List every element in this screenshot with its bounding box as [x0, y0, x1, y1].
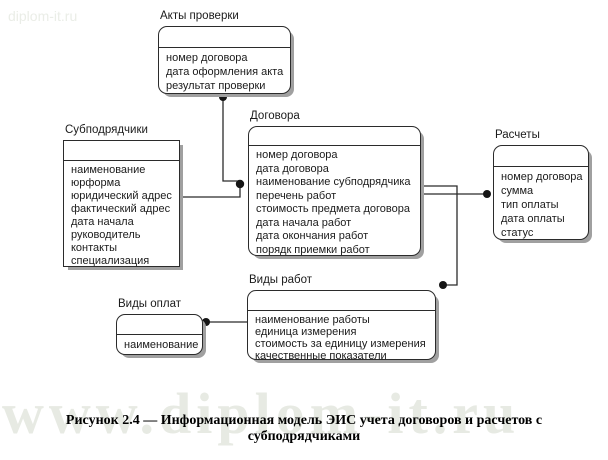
entity-attribute: единица измерения — [255, 326, 357, 338]
entity-key-area — [248, 291, 435, 311]
entity-attribute: юрформа — [71, 177, 121, 189]
entity-attribute: дата окончания работ — [256, 230, 369, 242]
entity-akty-proverki: Акты проверки номер договора дата оформле… — [158, 10, 291, 94]
entity-attribute: стоимость предмета договора — [256, 203, 410, 215]
entity-attribute: специализация — [71, 255, 150, 267]
relationship-dogovora-vidy-rabot — [421, 185, 458, 286]
entity-box-akty: номер договора дата оформления акта резуль… — [158, 26, 291, 94]
figure-caption-text: Рисунок 2.4 — Информационная модель ЭИС … — [65, 413, 543, 444]
entity-attribute: качественные показатели — [255, 350, 387, 360]
entity-attribute: наименование работы — [255, 314, 370, 326]
entity-attribute: наименование — [124, 339, 199, 351]
entity-title-vidy-oplat: Виды оплат — [118, 298, 182, 310]
entity-title-vidy-rabot: Виды работ — [249, 274, 313, 286]
entity-key-area — [494, 146, 588, 167]
entity-attribute: юридический адрес — [71, 190, 172, 202]
entity-box-vidy-oplat: наименование — [116, 314, 203, 355]
entity-attribute: наименование — [71, 164, 146, 176]
entity-attribute: номер договора — [256, 149, 338, 161]
entity-attribute: наименование субподрядчика — [256, 176, 411, 188]
relationship-akty-dogovora — [222, 96, 241, 183]
watermark-corner: diplom-it.ru — [8, 8, 78, 24]
entity-attribute: контакты — [71, 242, 118, 254]
entity-attribute: фактический адрес — [71, 203, 171, 215]
figure-caption: Рисунок 2.4 — Информационная модель ЭИС … — [0, 413, 608, 445]
cardinality-dot-raschety — [483, 190, 491, 198]
entity-attribute: статус — [501, 227, 534, 239]
entity-key-area — [117, 315, 202, 335]
entity-attribute-list: номер договора сумма тип оплаты дата оплаты… — [494, 167, 588, 239]
watermark-large: www.diplom-it.ru — [2, 381, 521, 446]
entity-attribute: результат проверки — [166, 80, 266, 92]
entity-attribute-list: наименование — [117, 335, 202, 354]
entity-attribute: перечень работ — [256, 189, 337, 202]
cardinality-dot-dogovora-left — [235, 179, 245, 189]
entity-key-area — [64, 141, 179, 161]
entity-box-raschety: номер договора сумма тип оплаты дата оплаты… — [493, 145, 589, 240]
entity-attribute: дата оплаты — [501, 213, 565, 225]
entity-attribute-list: номер договора дата оформления акта резуль… — [159, 48, 290, 93]
entity-title-raschety: Расчеты — [495, 129, 540, 141]
entity-attribute: руководитель — [71, 229, 141, 241]
entity-key-area — [159, 27, 290, 48]
entity-attribute: тип оплаты — [501, 199, 559, 211]
entity-title-subpodryadchiki: Субподрядчики — [65, 124, 148, 136]
cardinality-dot-vidy-rabot — [439, 281, 447, 289]
entity-vidy-oplat: Виды оплат наименование — [116, 298, 203, 355]
cardinality-dot-vidy-oplat — [202, 318, 210, 326]
entity-attribute: дата начала работ — [256, 216, 352, 229]
relationship-subpodryadchiki-dogovora — [180, 184, 241, 198]
entity-attribute: дата договора — [256, 162, 329, 175]
entity-attribute: порядк приемки работ — [256, 243, 370, 256]
entity-attribute: дата оформления акта — [166, 66, 284, 78]
entity-attribute: стоимость за единицу измерения — [255, 338, 426, 350]
entity-title-akty: Акты проверки — [160, 10, 239, 22]
entity-title-dogovora: Договора — [250, 110, 300, 122]
entity-attribute: дата начала — [71, 216, 134, 228]
entity-attribute: номер договора — [166, 52, 248, 64]
entity-raschety: Расчеты номер договора сумма тип оплаты дат… — [493, 129, 589, 240]
cardinality-dot-akty — [219, 93, 227, 101]
entity-attribute: номер договора — [501, 171, 583, 183]
entity-key-area — [249, 127, 420, 146]
entity-attribute: сумма — [501, 185, 534, 197]
